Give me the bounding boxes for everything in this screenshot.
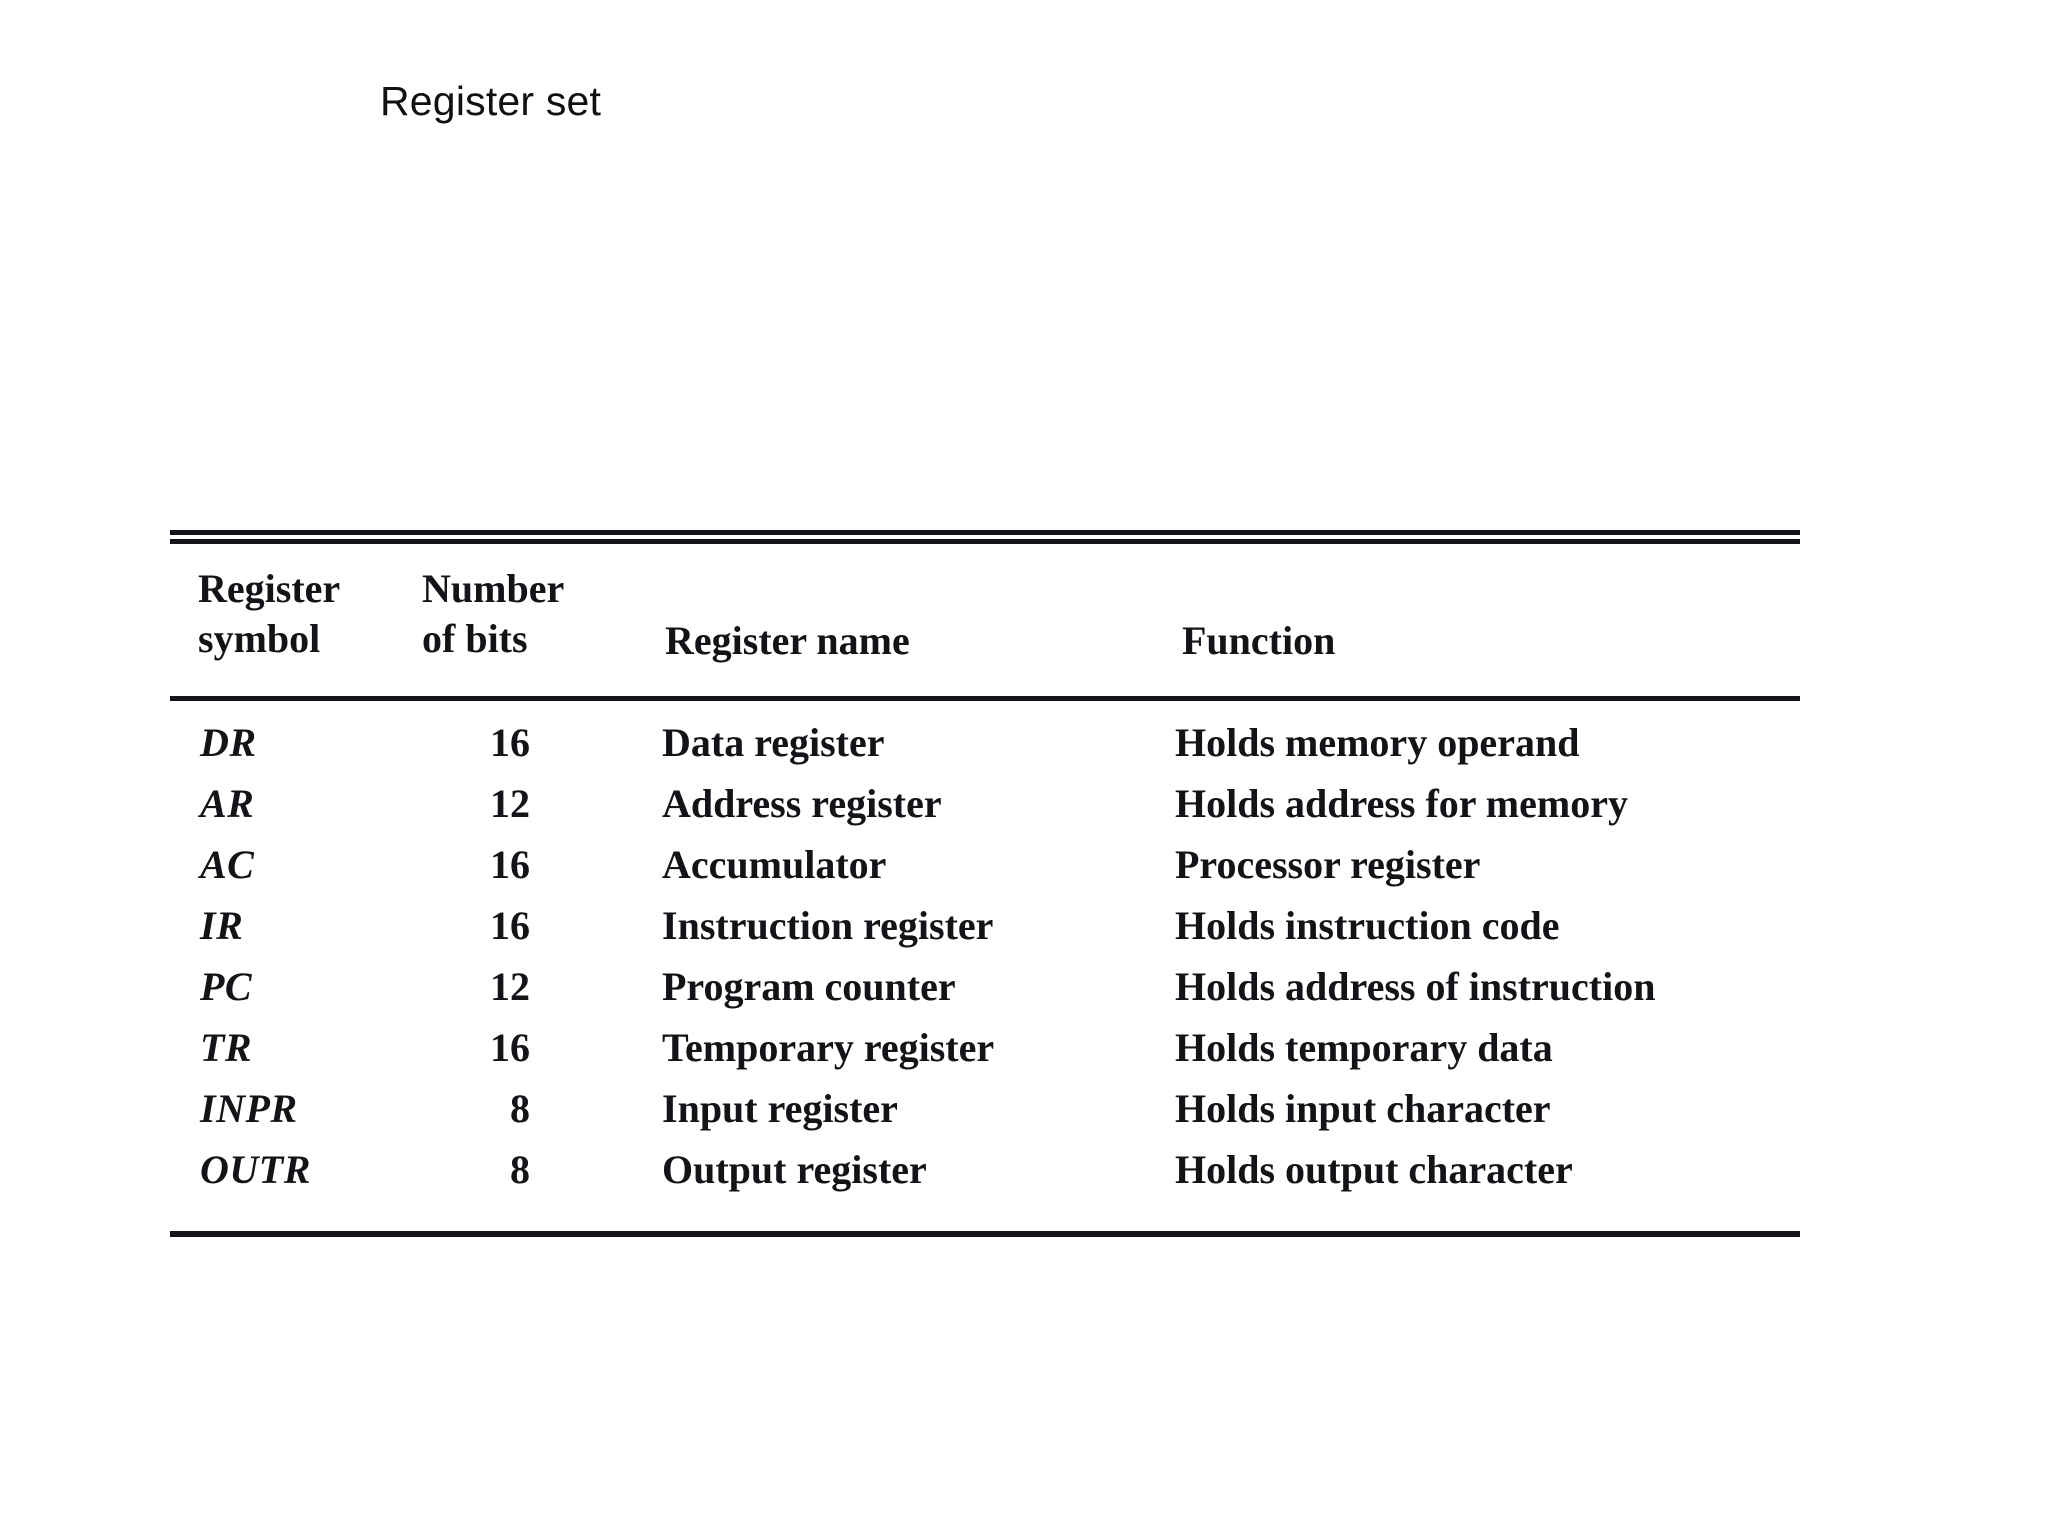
cell-register-name: Input register (662, 1086, 898, 1131)
cell-number-of-bits: 16 (490, 720, 530, 765)
cell-register-name: Address register (662, 781, 942, 826)
table-row: PC 12 Program counter Holds address of i… (170, 963, 1800, 1024)
cell-function: Holds output character (1175, 1147, 1573, 1192)
table-row: IR 16 Instruction register Holds instruc… (170, 902, 1800, 963)
cell-number-of-bits: 16 (490, 1025, 530, 1070)
cell-function: Holds temporary data (1175, 1025, 1553, 1070)
table-row: INPR 8 Input register Holds input charac… (170, 1085, 1800, 1146)
cell-register-symbol: DR (200, 720, 257, 765)
cell-function: Holds instruction code (1175, 903, 1560, 948)
cell-number-of-bits: 16 (490, 903, 530, 948)
cell-number-of-bits: 12 (490, 781, 530, 826)
column-header-register-name: Register name (665, 618, 910, 663)
table-row: AC 16 Accumulator Processor register (170, 841, 1800, 902)
cell-register-symbol: AR (200, 781, 255, 826)
cell-function: Holds address of instruction (1175, 964, 1656, 1009)
cell-function: Holds memory operand (1175, 720, 1580, 765)
column-header-register-symbol-line1: Register (198, 566, 341, 611)
cell-register-symbol: INPR (200, 1086, 298, 1131)
cell-register-name: Program counter (662, 964, 956, 1009)
cell-register-name: Instruction register (662, 903, 994, 948)
column-header-number-of-bits-line2: of bits (422, 616, 528, 661)
cell-register-symbol: PC (200, 964, 253, 1009)
page-title: Register set (380, 78, 602, 124)
cell-register-symbol: OUTR (200, 1147, 311, 1192)
cell-register-name: Accumulator (662, 842, 887, 887)
table-row: OUTR 8 Output register Holds output char… (170, 1146, 1800, 1207)
column-header-function: Function (1182, 618, 1336, 663)
cell-function: Holds address for memory (1175, 781, 1628, 826)
cell-register-symbol: IR (200, 903, 244, 948)
table-body: DR 16 Data register Holds memory operand… (170, 701, 1800, 1231)
table-header-separator-rule (170, 696, 1800, 701)
cell-function: Processor register (1175, 842, 1481, 887)
table-bottom-rule (170, 1231, 1800, 1237)
table-row: DR 16 Data register Holds memory operand (170, 719, 1800, 780)
table-row: TR 16 Temporary register Holds temporary… (170, 1024, 1800, 1085)
cell-register-symbol: AC (200, 842, 255, 887)
column-header-register-symbol: Register symbol (198, 564, 340, 664)
table-header-row: Register symbol Number of bits Register … (170, 544, 1800, 696)
cell-number-of-bits: 12 (490, 964, 530, 1009)
cell-number-of-bits: 16 (490, 842, 530, 887)
cell-register-symbol: TR (200, 1025, 253, 1070)
column-header-number-of-bits-line1: Number (422, 566, 565, 611)
table-top-double-rule (170, 530, 1800, 544)
column-header-number-of-bits: Number of bits (422, 564, 564, 664)
cell-register-name: Output register (662, 1147, 927, 1192)
cell-function: Holds input character (1175, 1086, 1551, 1131)
cell-number-of-bits: 8 (510, 1086, 530, 1131)
cell-register-name: Data register (662, 720, 885, 765)
register-set-table: Register symbol Number of bits Register … (170, 530, 1800, 1237)
cell-number-of-bits: 8 (510, 1147, 530, 1192)
cell-register-name: Temporary register (662, 1025, 995, 1070)
table-row: AR 12 Address register Holds address for… (170, 780, 1800, 841)
column-header-register-symbol-line2: symbol (198, 616, 321, 661)
